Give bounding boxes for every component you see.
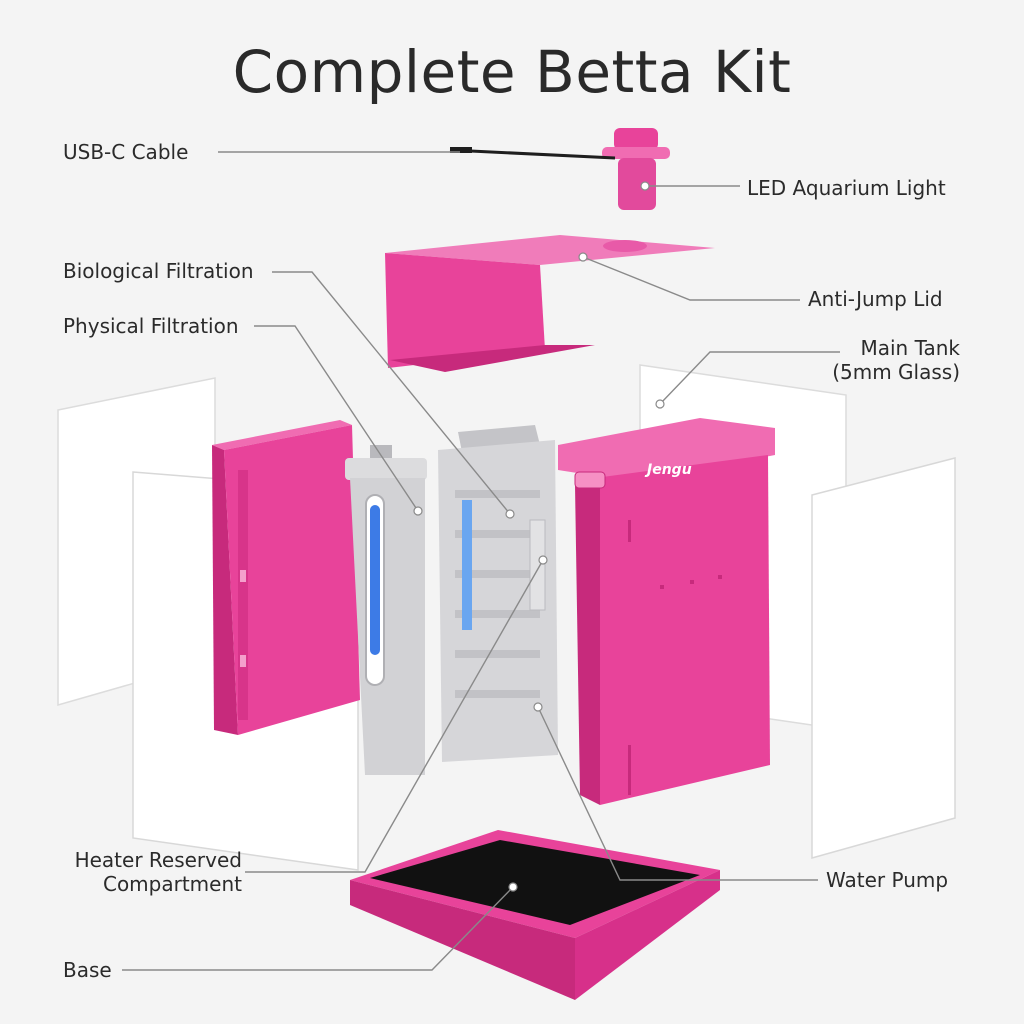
leader-heater [245, 559, 544, 873]
leader-physical [254, 325, 419, 512]
brand-logo: Jengu [644, 462, 692, 478]
label-physical-filtration: Physical Filtration [63, 314, 239, 338]
leader-base [122, 886, 514, 971]
label-main-tank-line2: (5mm Glass) [832, 360, 960, 384]
label-heater-line1: Heater Reserved [74, 848, 242, 872]
label-led-aquarium-light: LED Aquarium Light [747, 176, 946, 200]
leader-bio [272, 271, 511, 515]
label-main-tank-line1: Main Tank [860, 336, 960, 360]
page-title: Complete Betta Kit [232, 38, 792, 106]
label-water-pump: Water Pump [826, 868, 949, 892]
label-base: Base [63, 958, 112, 982]
anti-jump-lid [385, 235, 715, 372]
label-usb-c-cable: USB-C Cable [63, 140, 189, 164]
left-pink-wall [212, 420, 360, 735]
label-biological-filtration: Biological Filtration [63, 259, 254, 283]
leader-lid [582, 256, 800, 301]
label-main-tank: Main Tank (5mm Glass) [800, 336, 960, 384]
label-anti-jump-lid: Anti-Jump Lid [808, 287, 943, 311]
main-tank-pink-box: Jengu [558, 418, 775, 805]
anchor-dots [413, 181, 665, 892]
label-heater-compartment: Heater Reserved Compartment [40, 848, 242, 896]
leader-tank [659, 351, 840, 405]
heater-compartment [345, 445, 427, 775]
base-tray [350, 830, 720, 1000]
label-heater-line2: Compartment [102, 872, 242, 896]
led-aquarium-light [602, 128, 670, 210]
glass-panel-front-right [811, 457, 956, 859]
leader-pump [537, 706, 818, 881]
filter-body [438, 425, 558, 762]
usb-c-cable [449, 147, 616, 160]
leader-lines [122, 151, 840, 971]
